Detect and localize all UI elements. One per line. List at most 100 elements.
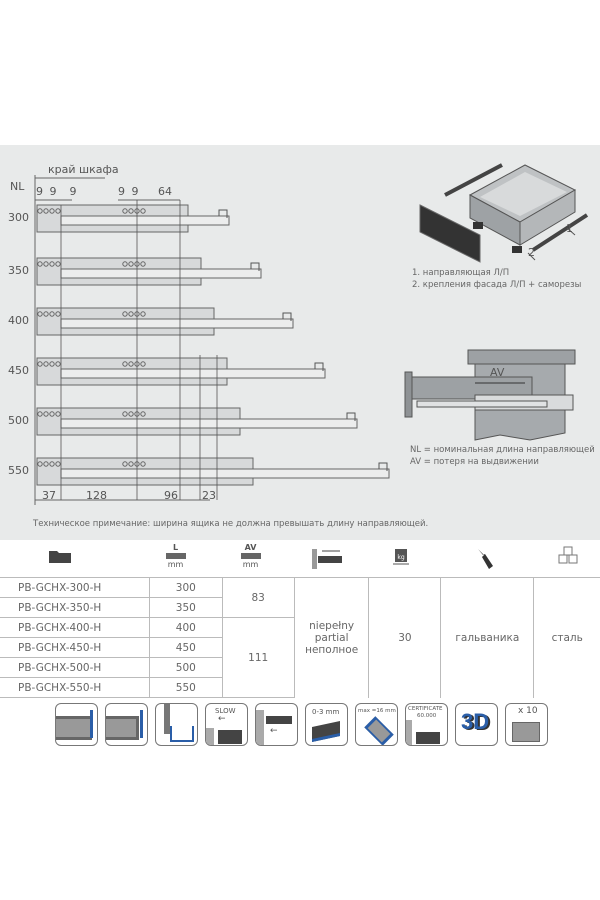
feature-slow-close-icon: SLOW←	[205, 703, 248, 746]
dim-37: 37	[42, 489, 56, 502]
top-dims-right: 9 9 64	[118, 185, 172, 198]
av-legend-av: AV = потеря на выдвижении	[410, 457, 539, 467]
cabinet-edge-label: край шкафа	[48, 163, 119, 176]
rail-nl-label: 350	[8, 264, 29, 277]
rail-hook	[218, 209, 228, 218]
cubes-icon	[535, 546, 600, 568]
mount-hole	[128, 261, 134, 267]
product-code: PB-GCHX-450-H	[0, 637, 151, 658]
rail-slide	[60, 368, 326, 379]
callout-2: 2	[528, 246, 535, 259]
product-code: PB-GCHX-500-H	[0, 657, 151, 678]
mount-hole	[128, 361, 134, 367]
feature-pack-quantity-icon: x 10	[505, 703, 548, 746]
svg-text:kg: kg	[397, 554, 404, 561]
mount-hole	[43, 311, 49, 317]
rail-nl-label: 400	[8, 314, 29, 327]
mount-hole	[128, 311, 134, 317]
mount-hole	[55, 261, 61, 267]
mount-hole	[37, 411, 43, 417]
rail-slide	[60, 268, 262, 279]
mount-hole	[128, 461, 134, 467]
rail-length: 300	[149, 577, 223, 598]
rail-hook	[378, 462, 388, 471]
mount-hole	[49, 311, 55, 317]
mount-hole	[37, 208, 43, 214]
mount-hole	[55, 208, 61, 214]
rail-length: 500	[149, 657, 223, 678]
material: сталь	[533, 577, 600, 698]
mount-hole	[43, 461, 49, 467]
mount-hole	[128, 411, 134, 417]
av-header: AV mm	[213, 543, 288, 569]
ruler-icon	[240, 553, 261, 559]
mount-hole	[43, 361, 49, 367]
rail-hook	[250, 262, 260, 271]
feature-blue-stop-icon	[55, 703, 98, 746]
av-label: AV	[490, 366, 505, 379]
rail-slide	[60, 468, 390, 479]
rail-length: 400	[149, 617, 223, 638]
load-capacity: 30	[368, 577, 442, 698]
rail-nl-label: 550	[8, 464, 29, 477]
mount-hole	[122, 361, 128, 367]
length-header: L mm	[138, 543, 213, 569]
dim-128: 128	[86, 489, 107, 502]
rail-nl-label: 500	[8, 414, 29, 427]
dim-96: 96	[164, 489, 178, 502]
av-legend-nl: NL = номинальная длина направляющей	[410, 445, 595, 455]
product-code: PB-GCHX-300-H	[0, 577, 151, 598]
assembly-legend-1: 1. направляющая Л/П	[412, 268, 510, 278]
mount-hole	[122, 208, 128, 214]
mount-hole	[43, 261, 49, 267]
mount-hole	[43, 411, 49, 417]
av-loss-diagram	[404, 349, 576, 441]
av-value: 111	[221, 617, 295, 698]
technical-note: Техническое примечание: ширина ящика не …	[33, 519, 429, 529]
mount-hole	[140, 311, 146, 317]
mount-hole	[37, 461, 43, 467]
av-value: 83	[221, 577, 295, 618]
mount-hole	[140, 208, 146, 214]
assembly-legend-2: 2. крепления фасада Л/П + саморезы	[412, 280, 582, 290]
mount-hole	[49, 461, 55, 467]
drawer-assembly-illustration	[419, 163, 589, 263]
rail-slide	[60, 318, 294, 329]
feature-mounting-profile-icon	[155, 703, 198, 746]
extension-label: niepełny	[309, 619, 355, 632]
rail-nl-label: 450	[8, 364, 29, 377]
rail-length: 350	[149, 597, 223, 618]
mount-hole	[49, 361, 55, 367]
mount-hole	[49, 208, 55, 214]
callout-1: 1	[566, 222, 573, 235]
mount-hole	[37, 311, 43, 317]
finish: гальваника	[440, 577, 535, 698]
mount-hole	[140, 461, 146, 467]
folder-icon	[20, 548, 100, 564]
feature-adjustment-icon: 0-3 mm	[305, 703, 348, 746]
product-code: PB-GCHX-550-H	[0, 677, 151, 698]
rail-diagram	[34, 175, 390, 505]
mount-hole	[55, 411, 61, 417]
mount-hole	[122, 261, 128, 267]
mount-hole	[43, 208, 49, 214]
mount-hole	[37, 361, 43, 367]
rail-nl-label: 300	[8, 211, 29, 224]
mount-hole	[37, 261, 43, 267]
mount-hole	[128, 208, 134, 214]
rail-length: 450	[149, 637, 223, 658]
feature-blue-end-icon	[105, 703, 148, 746]
mount-hole	[55, 311, 61, 317]
feature-3d-adjustment-icon: 3D	[455, 703, 498, 746]
rail-slide	[60, 418, 358, 429]
mount-hole	[122, 311, 128, 317]
brush-icon	[448, 547, 523, 571]
extension-label: неполное	[305, 643, 359, 656]
nl-label: NL	[10, 180, 25, 193]
feature-max-thickness-icon: max =16 mm	[355, 703, 398, 746]
mount-hole	[55, 461, 61, 467]
